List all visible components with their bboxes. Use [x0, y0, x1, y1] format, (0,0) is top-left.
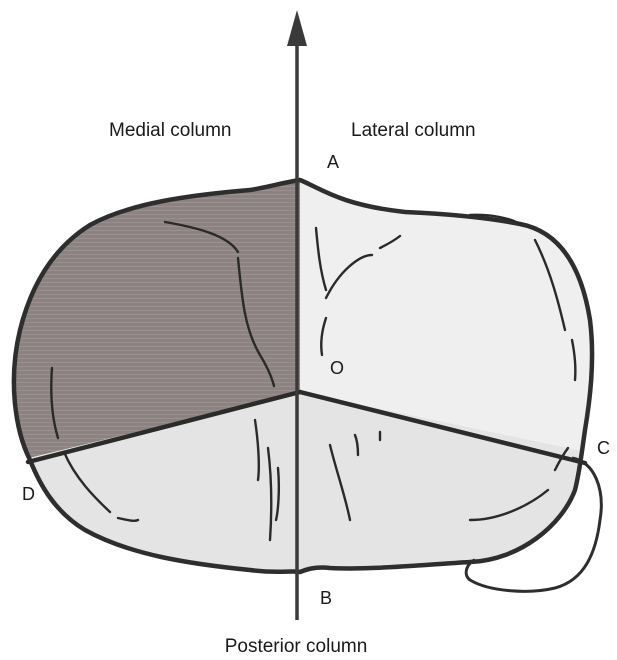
lateral-column-label: Lateral column [351, 120, 476, 141]
medial-column-label: Medial column [109, 120, 232, 141]
point-c-label: C [597, 438, 610, 458]
point-b-label: B [320, 588, 332, 608]
point-o-label: O [330, 358, 344, 378]
point-a-label: A [327, 152, 339, 172]
posterior-column-label: Posterior column [225, 636, 368, 657]
point-d-label: D [22, 484, 35, 504]
arrow-head-icon [287, 10, 307, 46]
